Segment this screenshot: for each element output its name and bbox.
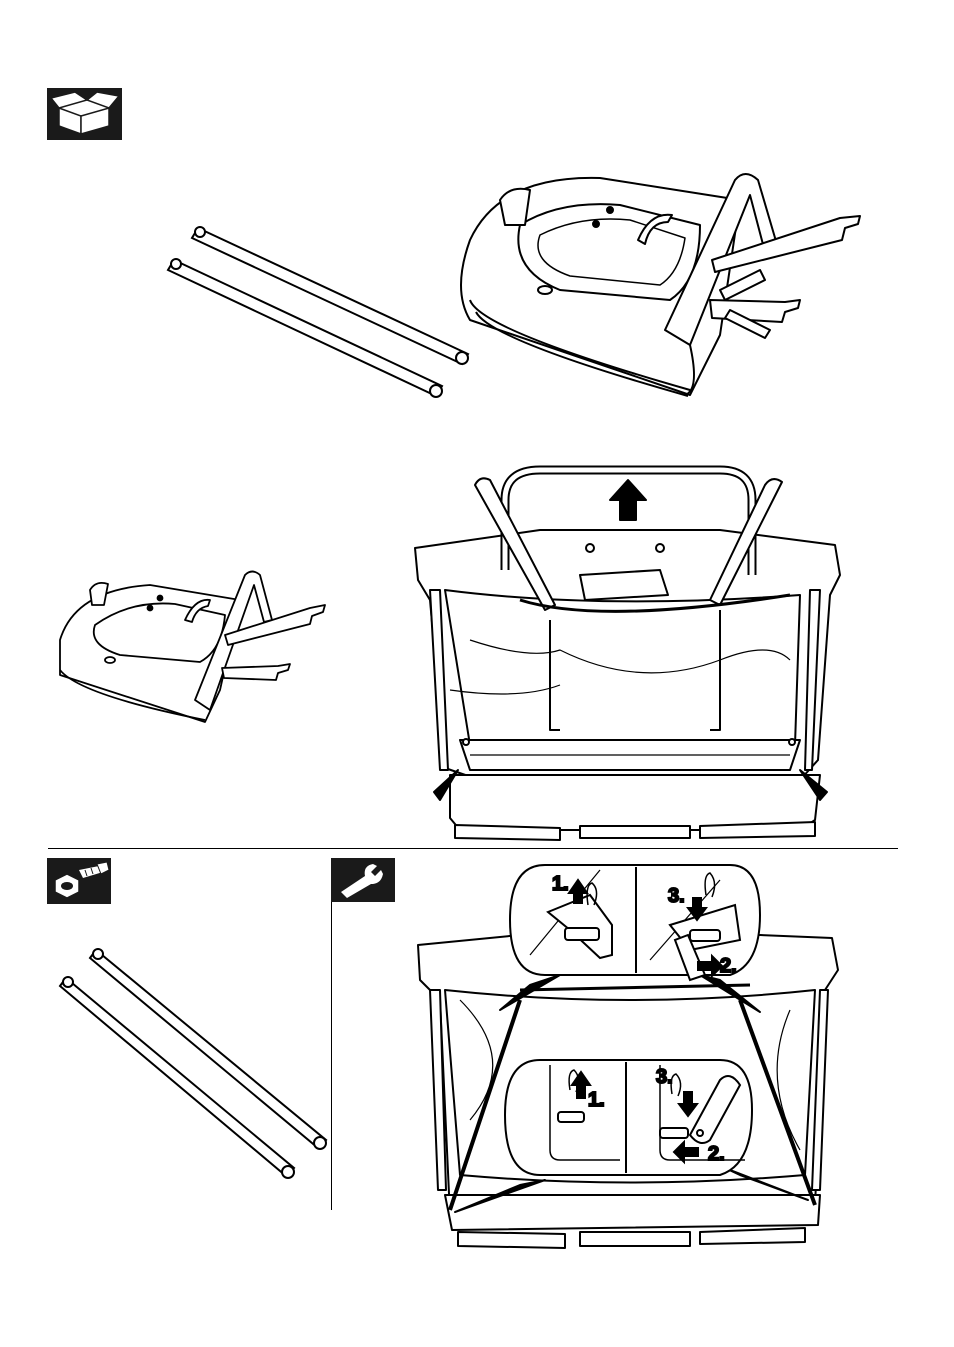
step-label-2-lower: 2. [708, 1143, 725, 1165]
step-label-2: 2. [720, 955, 737, 977]
step-label-1: 1. [552, 873, 569, 895]
step-label-3: 3. [668, 885, 685, 907]
step-label-3-lower: 3. [656, 1066, 673, 1088]
step-label-1-lower: 1. [588, 1089, 605, 1111]
